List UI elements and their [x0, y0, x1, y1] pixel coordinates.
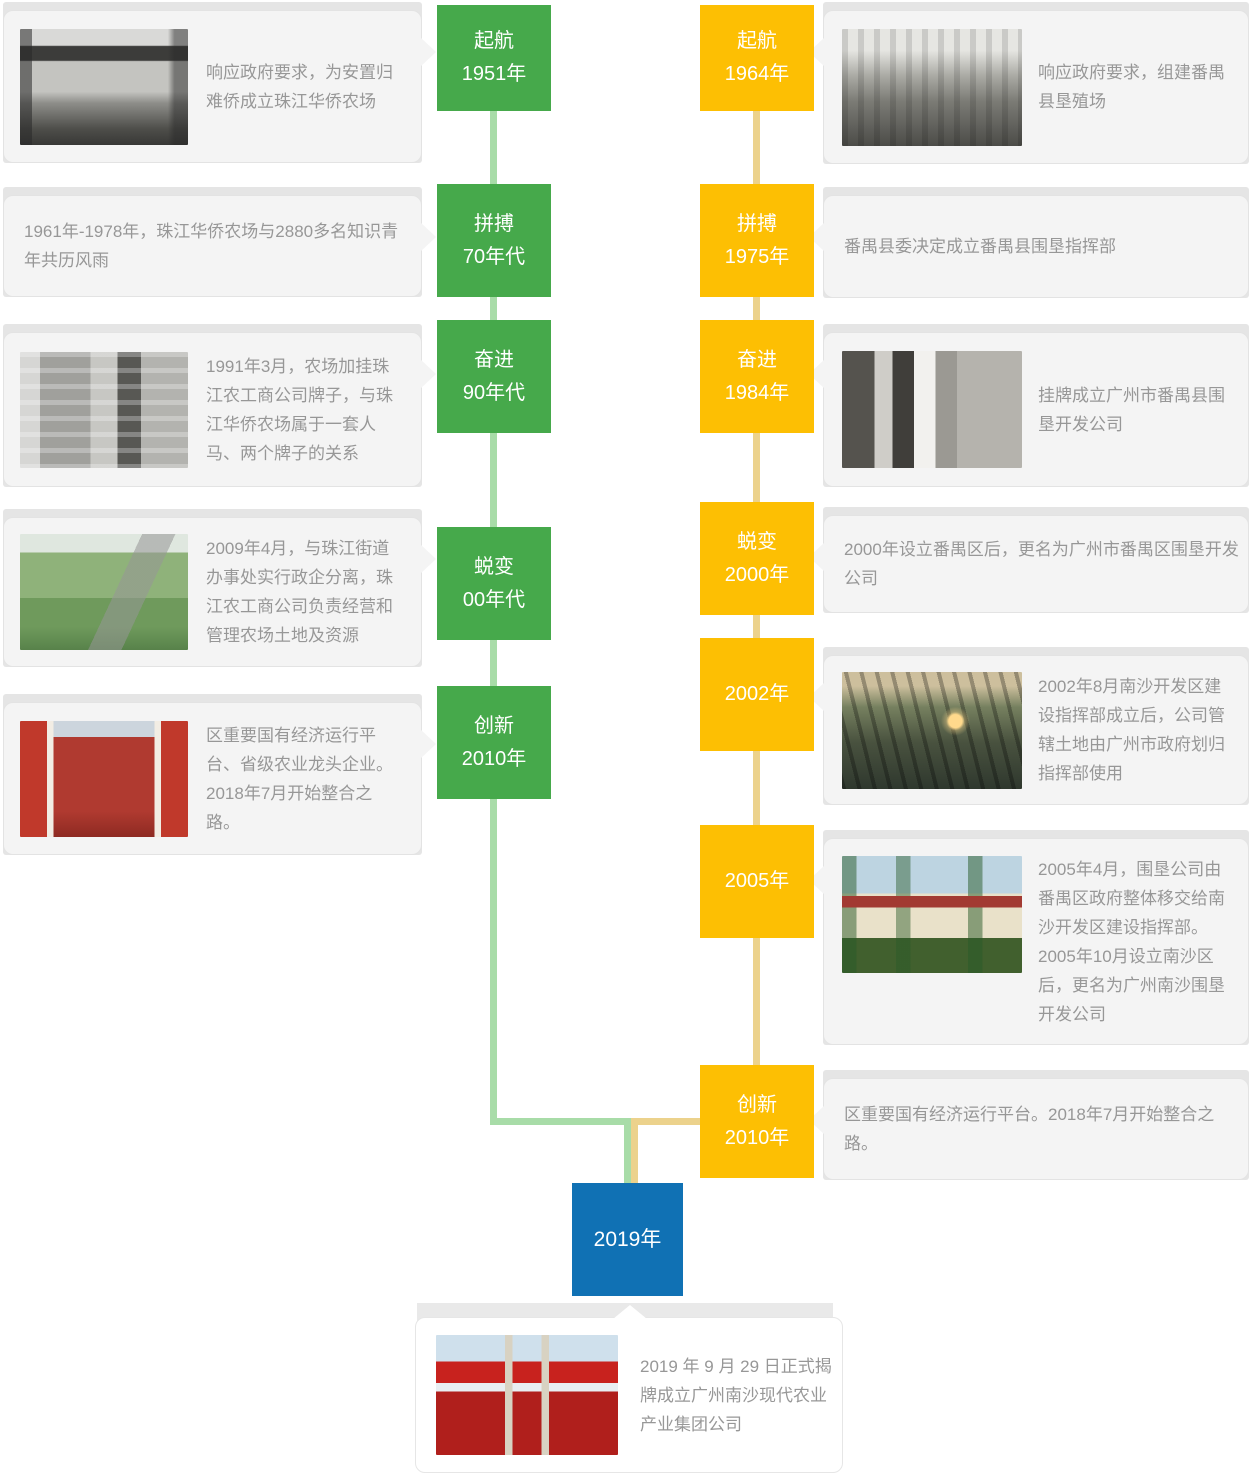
node-stage: 拼搏 [737, 212, 777, 235]
event-card-2010-left: 区重要国有经济运行平台、省级农业龙头企业。2018年7月开始整合之路。 [3, 694, 436, 855]
green-connector-1 [490, 111, 497, 184]
photo-1964-mudflat-workers [842, 28, 1022, 146]
card-pointer [420, 37, 436, 67]
node-year: 2000年 [724, 563, 790, 586]
event-card-2010-right: 区重要国有经济运行平台。2018年7月开始整合之路。 [809, 1070, 1249, 1180]
event-card-2005: 2005年4月，围垦公司由番禺区政府整体移交给南沙开发区建设指挥部。2005年1… [809, 830, 1249, 1045]
node-year: 2019年 [593, 1228, 662, 1251]
event-text-1951: 响应政府要求，为安置归难侨成立珠江华侨农场 [206, 62, 393, 111]
event-text-2010-right: 区重要国有经济运行平台。2018年7月开始整合之路。 [844, 1105, 1215, 1153]
green-connector-4 [490, 640, 497, 688]
event-text-2000: 2000年设立番禺区后，更名为广州市番禺区围垦开发公司 [844, 540, 1239, 588]
node-year: 1964年 [724, 63, 790, 85]
node-year: 2010年 [461, 747, 527, 770]
node-2002: 2002年 [700, 638, 814, 751]
event-text-90s: 1991年3月，农场加挂珠江农工商公司牌子，与珠江华侨农场属于一套人马、两个牌子… [206, 356, 393, 463]
node-year: 2010年 [724, 1126, 790, 1149]
card-pointer [420, 222, 436, 252]
event-text-2010-left: 区重要国有经济运行平台、省级农业龙头企业。2018年7月开始整合之路。 [206, 725, 393, 832]
node-stage: 拼搏 [474, 212, 514, 235]
node-year: 1975年 [724, 245, 790, 268]
node-1964: 起航 1964年 [700, 5, 814, 111]
photo-1951-farm-exhibition [20, 28, 188, 145]
node-stage: 创新 [474, 714, 514, 737]
green-connector-2 [490, 297, 497, 320]
card-pointer [420, 729, 436, 759]
node-year: 1984年 [724, 381, 790, 404]
photo-1991-office-building [20, 351, 188, 468]
photo-2019-unveiling-ceremony [436, 1335, 618, 1455]
event-text-70s: 1961年-1978年，珠江华侨农场与2880多名知识青年共历风雨 [24, 222, 399, 270]
event-text-1975: 番禺县委决定成立番禺县围垦指挥部 [844, 237, 1116, 256]
card-pointer [420, 359, 436, 389]
node-stage: 创新 [737, 1093, 777, 1116]
photo-2005-weiken-headquarters [842, 856, 1022, 973]
node-year: 00年代 [462, 588, 526, 611]
green-connector-5-long [490, 799, 497, 1125]
node-1951: 起航 1951年 [437, 5, 551, 111]
photo-2009-aerial-street [20, 534, 188, 650]
event-card-2019: 2019 年 9 月 29 日正式揭牌成立广州南沙现代农业产业集团公司 [415, 1305, 843, 1473]
node-2010-right: 创新 2010年 [700, 1065, 814, 1178]
node-stage: 起航 [737, 30, 777, 52]
yellow-connector-elbow-horizontal [631, 1118, 700, 1125]
green-connector-merge-vertical [624, 1125, 631, 1183]
green-connector-elbow-horizontal [490, 1118, 631, 1125]
node-stage: 蜕变 [474, 555, 514, 578]
event-text-1984: 挂牌成立广州市番禺县围垦开发公司 [1038, 385, 1225, 434]
node-stage: 蜕变 [737, 530, 777, 553]
photo-2010-plaque-unveiling [20, 720, 188, 837]
yellow-connector-merge-vertical [631, 1125, 638, 1183]
photo-1984-nameplate-doorway [842, 351, 1022, 468]
event-text-2019: 2019 年 9 月 29 日正式揭牌成立广州南沙现代农业产业集团公司 [640, 1356, 832, 1434]
event-text-2005: 2005年4月，围垦公司由番禺区政府整体移交给南沙开发区建设指挥部。2005年1… [1038, 859, 1225, 1024]
event-card-1951: 响应政府要求，为安置归难侨成立珠江华侨农场 [3, 2, 436, 163]
node-year: 2002年 [724, 683, 790, 705]
yellow-connector-3 [753, 433, 760, 502]
node-stage: 起航 [474, 30, 514, 52]
yellow-connector-5 [753, 751, 760, 825]
node-1975: 拼搏 1975年 [700, 184, 814, 297]
node-2005: 2005年 [700, 825, 814, 938]
node-2000: 蜕变 2000年 [700, 502, 814, 615]
node-70s: 拼搏 70年代 [437, 184, 551, 297]
card-pointer [420, 544, 436, 574]
event-card-90s: 1991年3月，农场加挂珠江农工商公司牌子，与珠江华侨农场属于一套人马、两个牌子… [3, 324, 436, 487]
photo-2002-aerial-fields [842, 671, 1022, 789]
node-stage: 奋进 [474, 348, 514, 371]
node-year: 1951年 [461, 63, 527, 85]
event-text-2002: 2002年8月南沙开发区建设指挥部成立后，公司管辖土地由广州市政府划归指挥部使用 [1038, 677, 1225, 783]
event-card-1984: 挂牌成立广州市番禺县围垦开发公司 [809, 324, 1249, 487]
event-text-1964: 响应政府要求，组建番禺县垦殖场 [1038, 63, 1225, 111]
yellow-connector-2 [753, 297, 760, 320]
green-connector-3 [490, 433, 497, 527]
node-00s: 蜕变 00年代 [437, 527, 551, 640]
event-card-1975: 番禺县委决定成立番禺县围垦指挥部 [809, 187, 1249, 298]
node-year: 2005年 [724, 870, 790, 892]
node-90s: 奋进 90年代 [437, 320, 551, 433]
event-card-2002: 2002年8月南沙开发区建设指挥部成立后，公司管辖土地由广州市政府划归指挥部使用 [809, 647, 1249, 805]
node-year: 90年代 [462, 381, 526, 404]
yellow-connector-4 [753, 615, 760, 638]
node-stage: 奋进 [737, 348, 777, 371]
node-1984: 奋进 1984年 [700, 320, 814, 433]
card-pointer-up [613, 1305, 647, 1319]
yellow-connector-6 [753, 938, 760, 1065]
event-card-2000: 2000年设立番禺区后，更名为广州市番禺区围垦开发公司 [809, 507, 1249, 613]
yellow-connector-1 [753, 111, 760, 184]
event-card-70s: 1961年-1978年，珠江华侨农场与2880多名知识青年共历风雨 [3, 187, 436, 297]
node-2010-left: 创新 2010年 [437, 686, 551, 799]
event-card-00s: 2009年4月，与珠江街道办事处实行政企分离，珠江农工商公司负责经营和管理农场土… [3, 509, 436, 667]
node-year: 70年代 [462, 245, 526, 268]
event-text-00s: 2009年4月，与珠江街道办事处实行政企分离，珠江农工商公司负责经营和管理农场土… [206, 539, 393, 645]
node-2019: 2019年 [572, 1183, 683, 1296]
event-card-1964: 响应政府要求，组建番禺县垦殖场 [809, 2, 1249, 164]
